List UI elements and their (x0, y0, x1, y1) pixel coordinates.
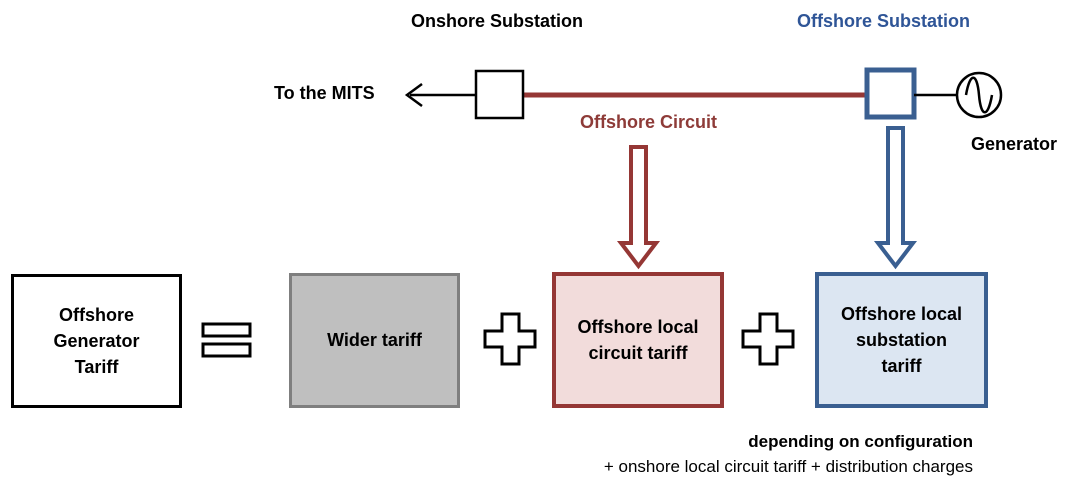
mits-arrowhead-icon (404, 82, 423, 108)
offshore-generator-tariff-box: Offshore Generator Tariff (11, 274, 182, 408)
equals-icon (201, 322, 252, 358)
generator-label: Generator (971, 134, 1058, 154)
offshore-substation-symbol (864, 67, 917, 120)
offshore-local-substation-tariff-box: Offshore local substation tariff (815, 272, 988, 408)
onshore-substation-symbol (474, 69, 525, 120)
onshore-substation-label: Onshore Substation (411, 11, 584, 31)
substation-down-arrow-icon (873, 126, 918, 270)
to-mits-label: To the MITS (274, 83, 375, 103)
configuration-note-heading: depending on configuration (748, 432, 973, 451)
circuit-down-arrow-icon (616, 145, 661, 270)
wider-tariff-box: Wider tariff (289, 273, 460, 408)
offshore-circuit-label: Offshore Circuit (580, 112, 718, 132)
configuration-note-detail: + onshore local circuit tariff + distrib… (603, 457, 973, 476)
offshore-substation-label: Offshore Substation (797, 11, 971, 31)
plus-icon (741, 312, 795, 366)
plus-icon (483, 312, 537, 366)
offshore-local-circuit-tariff-box: Offshore local circuit tariff (552, 272, 724, 408)
generator-icon (955, 71, 1003, 119)
